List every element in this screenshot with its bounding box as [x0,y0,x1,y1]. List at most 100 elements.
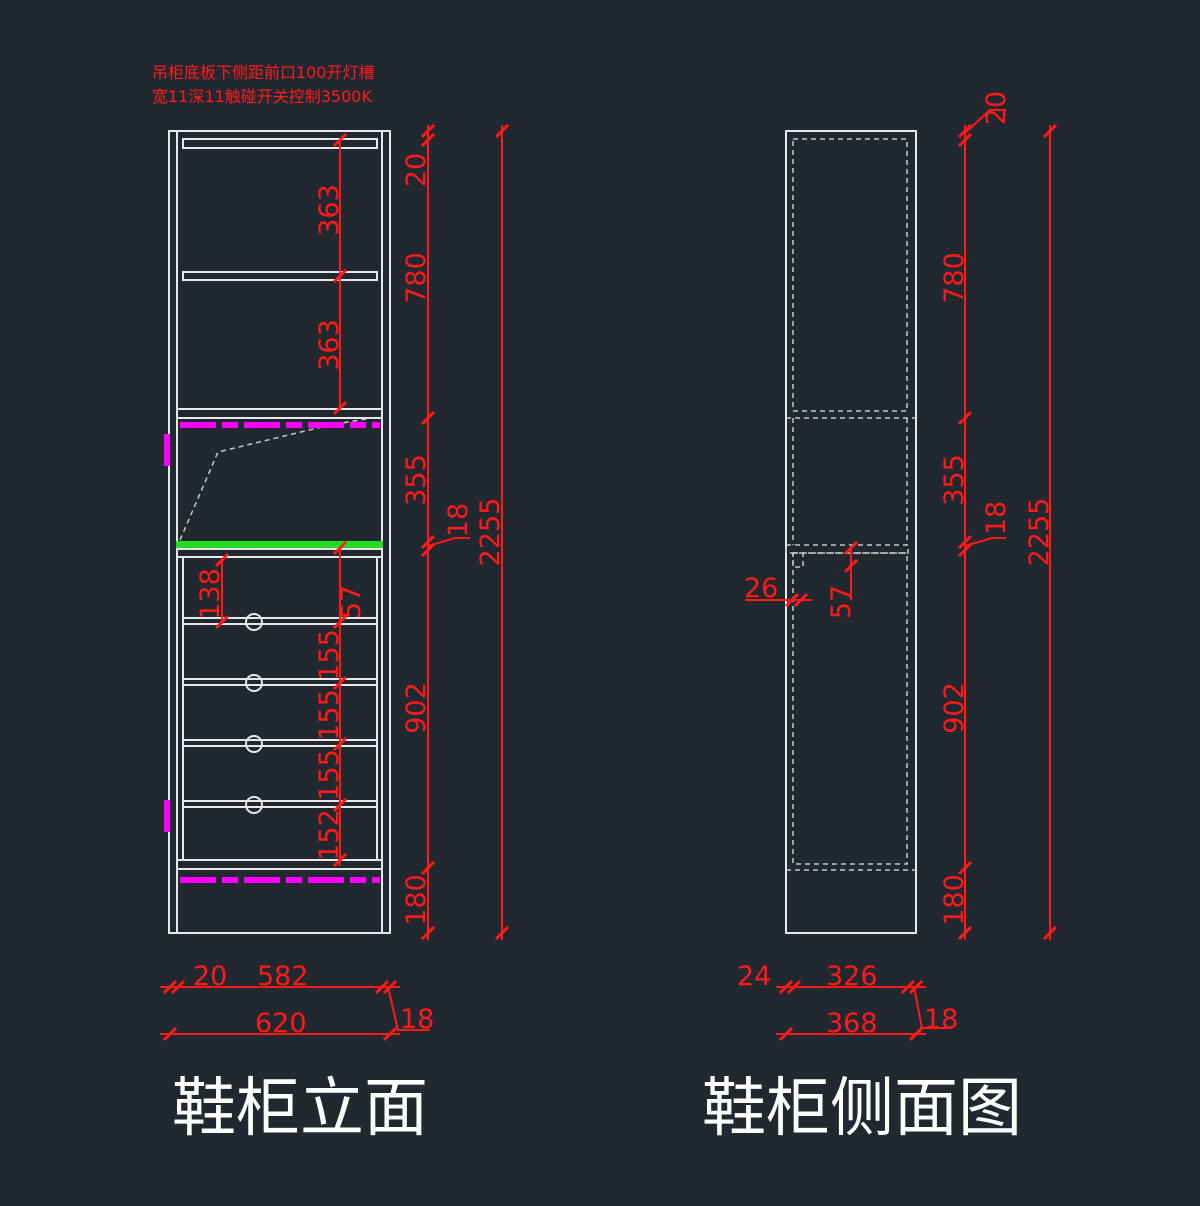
drawer-divider [182,617,378,625]
knob-icon [245,735,263,753]
total-height-label: 2255 [1024,498,1055,567]
upper-shelf [182,271,378,281]
plinth-board [176,859,383,870]
side-led-upper [164,434,170,466]
side-led-lower [164,800,170,832]
total-height-label: 2255 [475,498,506,567]
dim-tick [778,979,794,995]
dim-tick [957,860,973,876]
dim-tick [332,400,348,416]
dim-tick [420,123,436,139]
dim-label: 24 [737,961,771,992]
dim-label: 355 [939,454,970,506]
dim-tick [382,979,398,995]
dim-tick [778,1026,794,1042]
note-line-1: 吊柜底板下侧距前口100开灯槽 [152,63,375,82]
dim-tick [214,614,230,630]
dim-tick [332,852,348,868]
dim-tick [420,410,436,426]
leader-18 [913,986,952,1029]
dim-tick [332,540,348,556]
dim-tick [332,675,348,691]
drawer-divider [182,739,378,747]
leader-18 [427,537,470,547]
dim-label: 363 [314,184,345,236]
dim-tick [957,123,973,139]
dim-label: 18 [924,1004,958,1035]
upper-cabinet-hidden [792,138,908,412]
dim-label: 780 [939,252,970,304]
dim-label: 780 [401,252,432,304]
leader-18 [387,986,430,1031]
drawer-divider [182,678,378,686]
dim-tick [420,132,436,148]
dim-tick [957,925,973,941]
front-view-title: 鞋柜立面 [172,1072,428,1146]
dim-tick [420,542,436,558]
dim-tick [420,860,436,876]
dim-tick [494,123,510,139]
knob-icon [245,674,263,692]
upper-bottom-board [176,408,383,419]
dim-tick [908,1026,924,1042]
dim-tick [1042,925,1058,941]
front-view: 吊柜底板下侧距前口100开灯槽 宽11深11触碰开关控制3500K 363 36… [152,63,510,1146]
dim-label: 326 [826,961,878,992]
dim-label: 582 [257,961,309,992]
dim-tick [957,132,973,148]
dim-tick [784,592,800,608]
dim-tick [420,925,436,941]
shelf-hidden [792,552,804,568]
side-outline [785,130,917,934]
top-board [182,138,378,149]
dim-tick [957,534,973,550]
leader-20 [964,109,1006,134]
front-outline [168,130,391,934]
dim-tick [382,1026,398,1042]
dim-tick [900,979,916,995]
dim-tick [162,1026,178,1042]
dim-label: 155 [314,629,345,681]
dim-tick [843,558,859,574]
dim-tick [170,979,186,995]
dim-tick [843,540,859,556]
depth-total-label: 368 [826,1008,878,1039]
dim-tick [214,552,230,568]
dim-label: 18 [400,1004,434,1035]
dim-label: 152 [314,809,345,861]
dim-tick [908,979,924,995]
knob-icon [245,613,263,631]
dim-tick [957,542,973,558]
dim-tick [332,614,348,630]
dim-tick [332,132,348,148]
dim-label: 138 [195,568,226,620]
dim-tick [957,410,973,426]
dim-tick [793,592,809,608]
drawer-divider [182,800,378,808]
dim-tick [494,925,510,941]
dim-label: 155 [314,689,345,741]
dim-tick [786,979,802,995]
lower-top-board [176,548,383,558]
dim-label: 902 [401,682,432,734]
dim-tick [374,979,390,995]
dim-label: 180 [401,874,432,926]
note-line-2: 宽11深11触碰开关控制3500K [152,87,372,106]
leader-18 [964,537,1006,547]
dim-label: 363 [314,319,345,371]
dim-label: 355 [401,454,432,506]
dim-tick [162,979,178,995]
dim-label: 180 [939,874,970,926]
dim-tick [1042,123,1058,139]
dim-label: 902 [939,682,970,734]
dim-tick [332,797,348,813]
side-view-title: 鞋柜侧面图 [702,1072,1022,1146]
niche-hidden-line [179,417,373,541]
dim-label: 26 [744,573,778,604]
width-total-label: 620 [255,1008,307,1039]
glass-shelf [176,541,383,548]
dim-label: 57 [826,585,857,619]
dim-label: 18 [443,503,474,537]
dim-label: 20 [193,961,227,992]
